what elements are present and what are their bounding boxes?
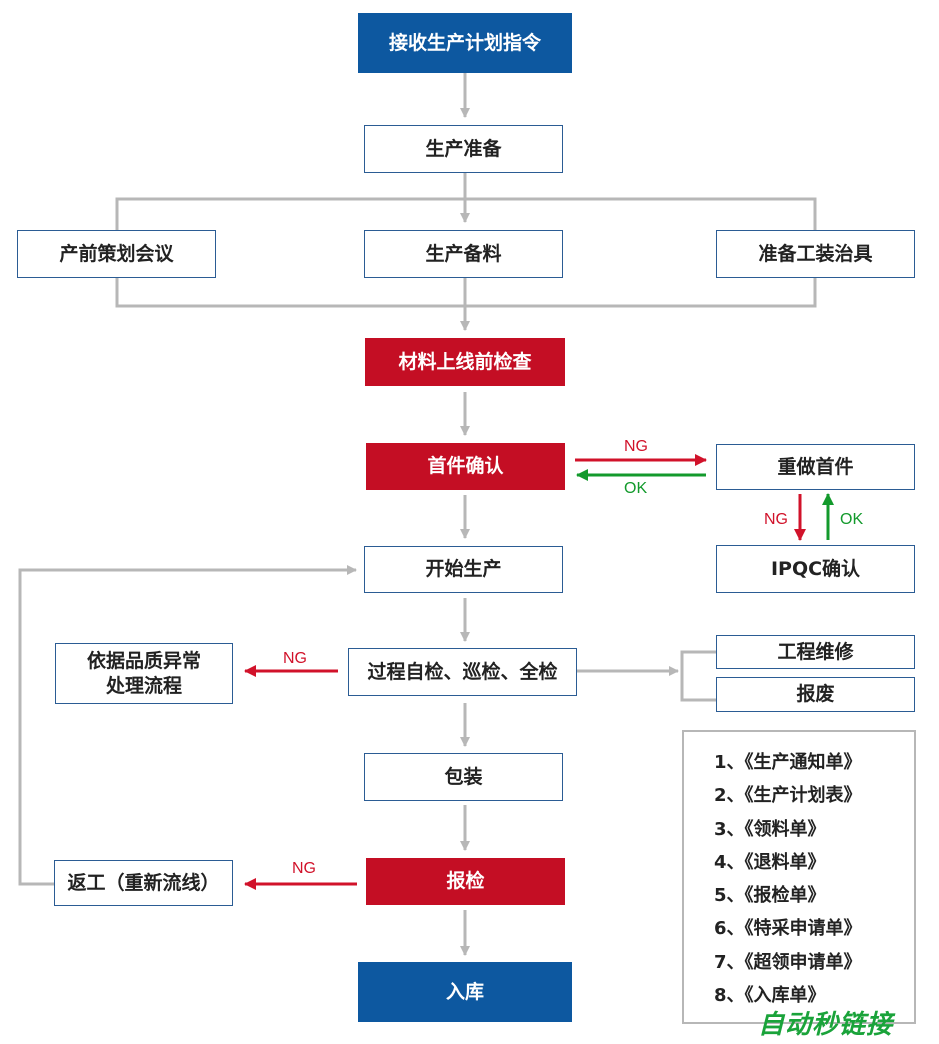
node-rework: 返工（重新流线）	[54, 860, 233, 906]
document-item: 3、《领料单》	[714, 818, 826, 840]
document-item: 6、《特采申请单》	[714, 918, 862, 940]
node-receive-plan: 接收生产计划指令	[358, 13, 572, 73]
document-item: 8、《入库单》	[714, 985, 826, 1007]
branch-top-connector	[115, 197, 817, 230]
node-warehouse: 入库	[358, 962, 572, 1022]
node-redo-first-article: 重做首件	[716, 444, 915, 490]
document-item: 2、《生产计划表》	[714, 785, 862, 807]
node-process-inspection: 过程自检、巡检、全检	[348, 648, 577, 696]
node-material-check: 材料上线前检查	[365, 338, 565, 386]
label-ng-process: NG	[283, 650, 307, 667]
document-item: 1、《生产通知单》	[714, 752, 862, 773]
node-abnormal-handling: 依据品质异常处理流程	[55, 643, 233, 704]
label-ng-first-article: NG	[624, 438, 648, 455]
rework-loop-connector	[18, 565, 357, 886]
label-ok-from-ipqc: OK	[840, 511, 864, 528]
node-inspection-request: 报检	[366, 858, 565, 905]
node-engineering-repair: 工程维修	[716, 635, 915, 669]
node-scrap: 报废	[716, 677, 915, 712]
node-start-production: 开始生产	[364, 546, 563, 593]
label-ng-inspection: NG	[292, 860, 316, 877]
node-production-prep: 生产准备	[364, 125, 563, 173]
document-item: 4、《退料单》	[714, 851, 826, 873]
bracket-repair-scrap	[680, 650, 716, 702]
node-first-article: 首件确认	[366, 443, 565, 490]
label-ng-to-ipqc: NG	[764, 511, 788, 528]
document-item: 5、《报检单》	[714, 885, 826, 907]
node-packing: 包装	[364, 753, 563, 801]
node-material-prep: 生产备料	[364, 230, 563, 278]
node-pre-production-meeting: 产前策划会议	[17, 230, 216, 278]
document-list: 1、《生产通知单》 2、《生产计划表》 3、《领料单》 4、《退料单》 5、《报…	[682, 730, 916, 1024]
label-ok-redo-first: OK	[624, 480, 648, 497]
watermark: 自动秒链接	[758, 1010, 894, 1040]
node-fixtures-prep: 准备工装治具	[716, 230, 915, 278]
document-item: 7、《超领申请单》	[714, 951, 862, 973]
node-ipqc-confirm: IPQC确认	[716, 545, 915, 593]
